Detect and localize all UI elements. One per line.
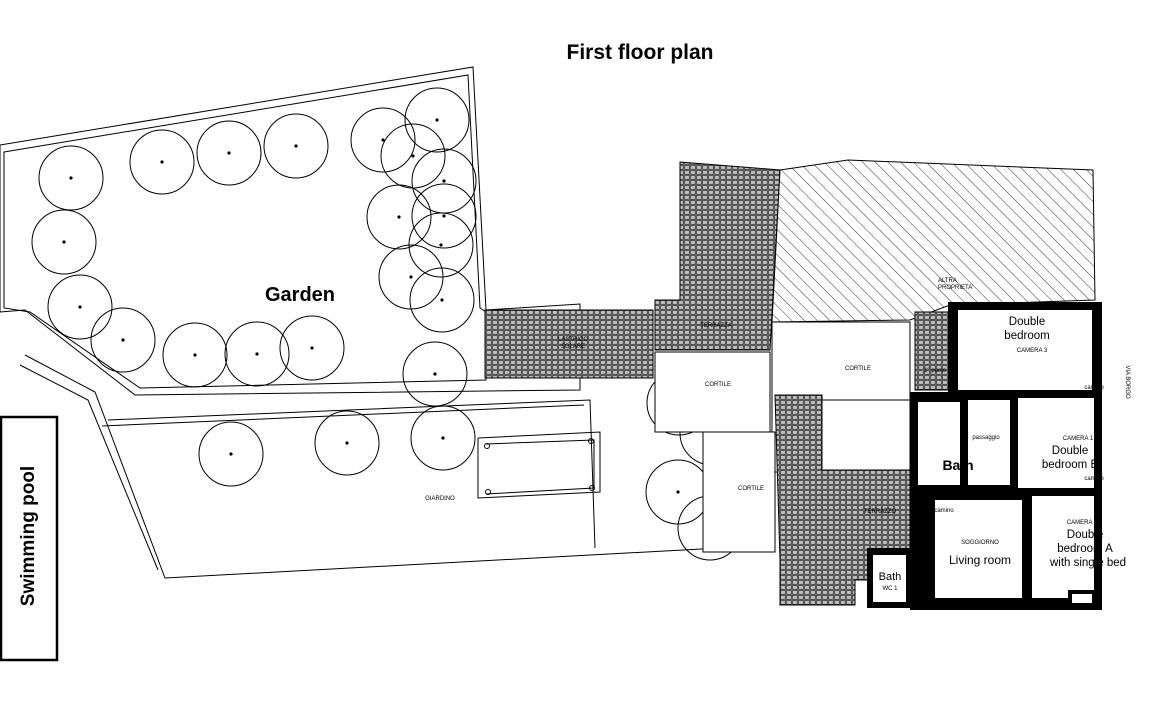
via-label: VIA BORGO bbox=[1124, 365, 1130, 399]
tree bbox=[408, 212, 474, 278]
wc-it: WC 1 bbox=[883, 586, 899, 592]
tree bbox=[402, 341, 468, 407]
tree-trunk bbox=[121, 338, 125, 342]
cortile-narrow-label: CORTILE bbox=[738, 486, 764, 492]
tree-trunk bbox=[78, 305, 82, 309]
tree bbox=[279, 315, 345, 381]
terrazza-area bbox=[654, 161, 781, 351]
tree-trunk bbox=[442, 214, 446, 218]
passaggio-it: passaggio bbox=[972, 435, 1000, 441]
tree bbox=[90, 307, 156, 373]
tree bbox=[224, 321, 290, 387]
tree bbox=[31, 209, 97, 275]
altra-proprieta-area bbox=[771, 159, 1096, 323]
tree-trunk bbox=[229, 452, 233, 456]
cortile-small bbox=[654, 351, 771, 433]
tree bbox=[410, 405, 476, 471]
cortile-small-label: CORTILE bbox=[705, 382, 731, 388]
tree-trunk bbox=[439, 243, 443, 247]
cobble-side-strip bbox=[914, 311, 951, 391]
camera2-it: CAMERA 2 bbox=[1067, 520, 1098, 526]
house-building bbox=[910, 302, 1102, 610]
tree-trunk bbox=[442, 179, 446, 183]
tree-trunk bbox=[409, 275, 413, 279]
tree-trunk bbox=[435, 118, 439, 122]
tree bbox=[350, 107, 416, 173]
garden-label: Garden bbox=[265, 284, 335, 306]
tree bbox=[314, 410, 380, 476]
cortile-narrow bbox=[702, 431, 776, 553]
page-title: First floor plan bbox=[567, 41, 714, 64]
tree bbox=[196, 120, 262, 186]
tree-trunk bbox=[411, 154, 415, 158]
garden-boundary bbox=[0, 66, 581, 396]
cortile-main-label: CORTILE bbox=[845, 366, 871, 372]
tree-trunk bbox=[193, 353, 197, 357]
tree-trunk bbox=[381, 138, 385, 142]
camino1-it: camino bbox=[1084, 476, 1104, 482]
tree bbox=[129, 129, 195, 195]
tree-trunk bbox=[441, 436, 445, 440]
tree bbox=[38, 145, 104, 211]
tree-trunk bbox=[62, 240, 66, 244]
tree bbox=[263, 113, 329, 179]
bath-en: Bath bbox=[942, 457, 973, 473]
camera1-it: CAMERA 1 bbox=[1063, 436, 1094, 442]
terrazza-label: TERRAZZA bbox=[700, 323, 732, 329]
tree bbox=[411, 183, 477, 249]
tree-trunk bbox=[255, 352, 259, 356]
tree-trunk bbox=[433, 372, 437, 376]
camera3-it: CAMERA 3 bbox=[1017, 348, 1048, 354]
pergola bbox=[477, 431, 601, 499]
giardino-label: GIARDINO bbox=[425, 496, 455, 502]
lastrico-solare-area bbox=[484, 309, 654, 379]
lower-garden-boundary bbox=[19, 354, 721, 579]
tree-trunk bbox=[227, 151, 231, 155]
tree bbox=[47, 274, 113, 340]
terrazzo-label: TERRAZZO bbox=[864, 509, 897, 515]
tree bbox=[162, 322, 228, 388]
tree-trunk bbox=[440, 298, 444, 302]
soggiorno-it: SOGGIORNO bbox=[961, 540, 999, 546]
camino3-it: camino bbox=[934, 508, 954, 514]
primo-piano-label: 1° piano bbox=[924, 368, 947, 374]
tree-trunk bbox=[69, 176, 73, 180]
swimming-pool-label: Swimming pool bbox=[18, 466, 39, 606]
tree-trunk bbox=[160, 160, 164, 164]
camino2-it: camino bbox=[1084, 385, 1104, 391]
tree-trunk bbox=[345, 441, 349, 445]
wc-en: Bath bbox=[879, 571, 902, 583]
tree-trunk bbox=[294, 144, 298, 148]
tree-trunk bbox=[676, 490, 680, 494]
tree-trunk bbox=[310, 346, 314, 350]
tree bbox=[404, 87, 470, 153]
tree bbox=[366, 184, 432, 250]
tree-trunk bbox=[397, 215, 401, 219]
swimming-pool bbox=[0, 415, 59, 662]
soggiorno-en: Living room bbox=[949, 553, 1011, 567]
tree bbox=[198, 421, 264, 487]
tree bbox=[409, 267, 475, 333]
